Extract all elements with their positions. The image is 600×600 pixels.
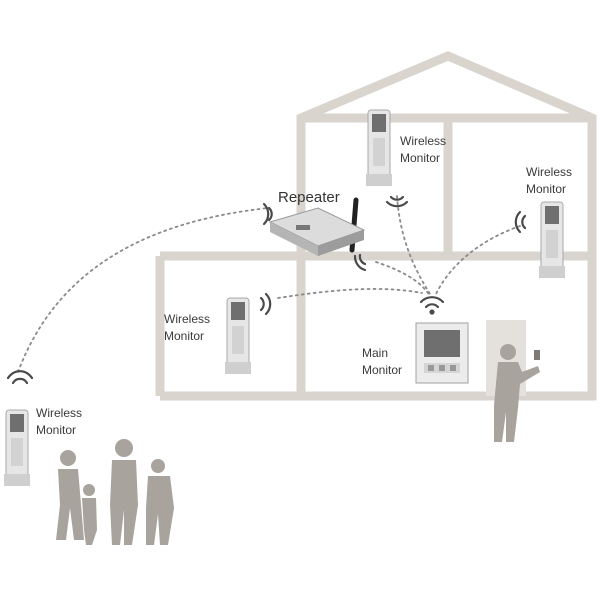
wireless-monitor-outdoor-label-line2: Monitor	[36, 423, 76, 437]
signal-wave-icon	[385, 195, 409, 208]
wireless-monitor-device	[539, 201, 565, 278]
link-upper-right-to-main	[435, 225, 521, 295]
wifi-icon	[419, 296, 445, 315]
main-monitor-device	[415, 322, 469, 384]
link-repeater-to-main	[375, 261, 431, 297]
signal-wave-icon	[353, 253, 367, 272]
wireless-links	[17, 195, 521, 373]
wireless-monitor-device	[4, 409, 30, 486]
main-monitor-label-line2: Monitor	[362, 363, 402, 377]
wireless-monitor-upper-left-label-line1: Wireless	[400, 134, 446, 148]
family-silhouette	[56, 439, 174, 545]
wireless-monitor-left-room-label-line1: Wireless	[164, 312, 210, 326]
link-upper-left-to-main	[396, 195, 431, 295]
signal-wave-icon	[514, 210, 527, 234]
house-outline	[155, 51, 597, 401]
wireless-monitor-device	[366, 109, 392, 186]
wireless-monitor-upper-left-label-line2: Monitor	[400, 151, 440, 165]
visitor-silhouette	[494, 344, 540, 442]
main-monitor-label-line1: Main	[362, 346, 388, 360]
signal-wave-icon	[259, 292, 272, 316]
wireless-monitor-device	[225, 297, 251, 374]
repeater-label: Repeater	[278, 189, 340, 206]
door-intercom-panel	[534, 350, 540, 360]
wireless-monitor-left-room-label-line2: Monitor	[164, 329, 204, 343]
wireless-monitor-outdoor-label-line1: Wireless	[36, 406, 82, 420]
signal-waves	[6, 195, 527, 385]
link-left-room-to-main	[277, 288, 423, 299]
wireless-monitor-upper-right-label-line1: Wireless	[526, 165, 572, 179]
wireless-monitor-upper-right-label-line2: Monitor	[526, 182, 566, 196]
diagram-labels: Repeater Main Monitor Wireless Monitor W…	[36, 134, 572, 437]
repeater-device	[268, 197, 366, 256]
signal-wave-icon	[262, 202, 273, 226]
signal-wave-icon	[6, 370, 34, 385]
